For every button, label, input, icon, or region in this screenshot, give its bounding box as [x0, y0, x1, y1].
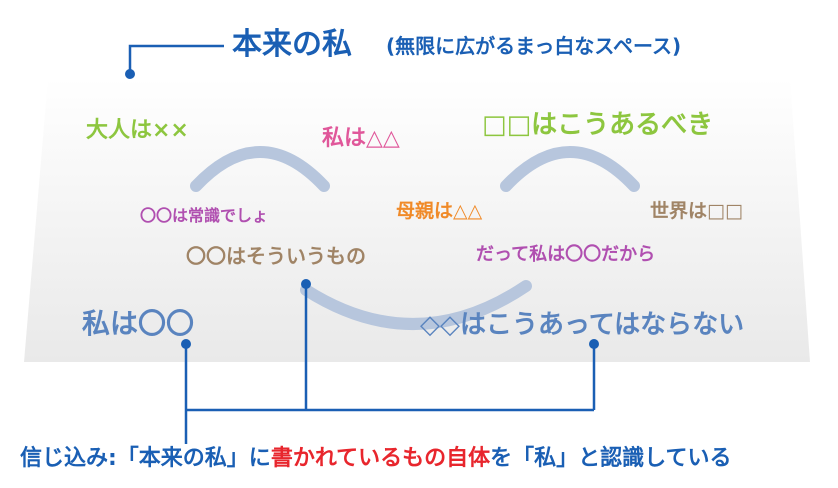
- dot-left: [181, 339, 191, 349]
- white-space-plane: [24, 78, 810, 362]
- belief-label-must-not-be: ◇◇はこうあってはならない: [420, 310, 745, 340]
- belief-label-should-be: □□はこうあるべき: [482, 110, 714, 140]
- dot-right: [589, 339, 599, 349]
- title-main: 本来の私: [232, 27, 352, 62]
- dot-middle: [301, 279, 311, 289]
- title-sub: (無限に広がるまっ白なスペース): [386, 34, 682, 58]
- connector-lines: [181, 279, 599, 444]
- belief-label-i-am-circle: 私は〇〇: [82, 307, 195, 340]
- caption-suffix: を「私」と認識している: [490, 446, 732, 471]
- arc-right: [500, 146, 640, 192]
- belief-label-common-sense: 〇〇は常識でしょ: [140, 206, 269, 225]
- caption-prefix: 信じ込み:「本来の私」に: [20, 446, 271, 471]
- belief-label-adult: 大人は××: [86, 118, 189, 143]
- belief-label-thats-how-it-is: 〇〇はそういうもの: [186, 244, 366, 268]
- arc-left: [190, 146, 330, 192]
- belief-label-mother: 母親は△△: [396, 200, 483, 222]
- caption-highlight: 書かれているもの自体: [270, 446, 491, 471]
- belief-label-world: 世界は□□: [650, 200, 743, 222]
- caption: 信じ込み:「本来の私」に書かれているもの自体を「私」と認識している: [20, 448, 732, 470]
- belief-label-i-am-triangle: 私は△△: [322, 126, 400, 151]
- arc-bottom: [300, 280, 532, 330]
- belief-label-because-i-am: だって私は〇〇だから: [476, 244, 656, 265]
- title-leader: [125, 44, 224, 79]
